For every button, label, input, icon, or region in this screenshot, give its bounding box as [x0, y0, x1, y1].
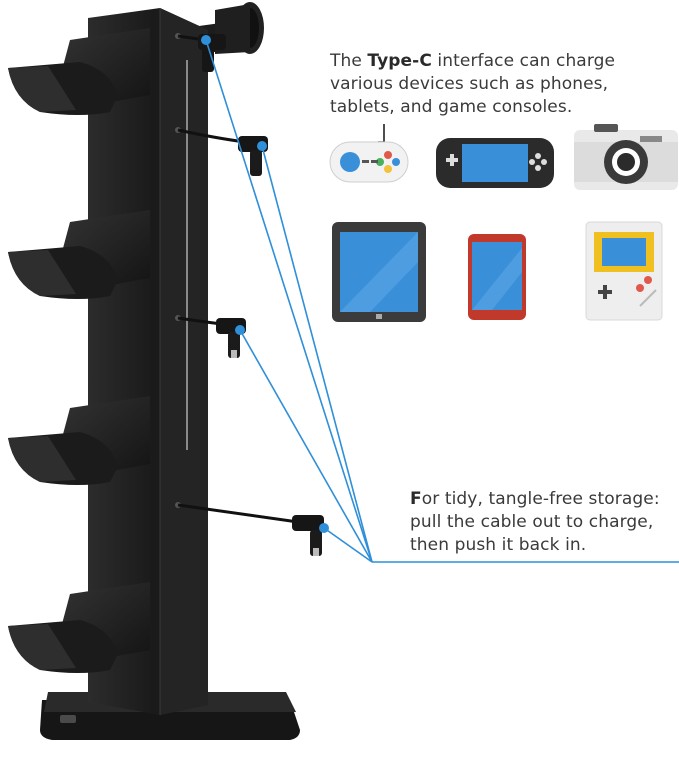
type-c-caption: The Type-C interface can charge various … [330, 50, 670, 119]
type-c-label: Type-C [367, 51, 432, 71]
storage-caption: For tidy, tangle-free storage: pull the … [410, 488, 678, 557]
hook-tier-2 [8, 210, 150, 299]
controller-hooks [8, 28, 150, 673]
storage-line1: or tidy, tangle-free storage: [421, 489, 660, 509]
hook-tier-4 [8, 582, 150, 673]
caption-line1: interface can charge [431, 51, 616, 71]
hook-tier-1 [8, 28, 150, 115]
phone-icon [468, 234, 526, 320]
gameboy-icon [585, 221, 663, 321]
callout-lines [205, 39, 679, 563]
caption-line2: various devices such as phones, [330, 74, 609, 94]
caption-prefix: The [330, 51, 368, 71]
gamepad-icon [329, 124, 409, 183]
camera-icon [574, 124, 678, 190]
caption-line3: tablets, and game consoles. [330, 97, 573, 117]
hook-tier-3 [8, 396, 150, 485]
storage-initial: F [410, 489, 422, 509]
tablet-icon [332, 222, 426, 322]
usb-c-cables [175, 33, 329, 556]
storage-line2: pull the cable out to charge, [410, 512, 654, 532]
handheld-console-icon [436, 138, 554, 188]
storage-line3: then push it back in. [410, 535, 587, 555]
stand-pole [88, 8, 208, 715]
